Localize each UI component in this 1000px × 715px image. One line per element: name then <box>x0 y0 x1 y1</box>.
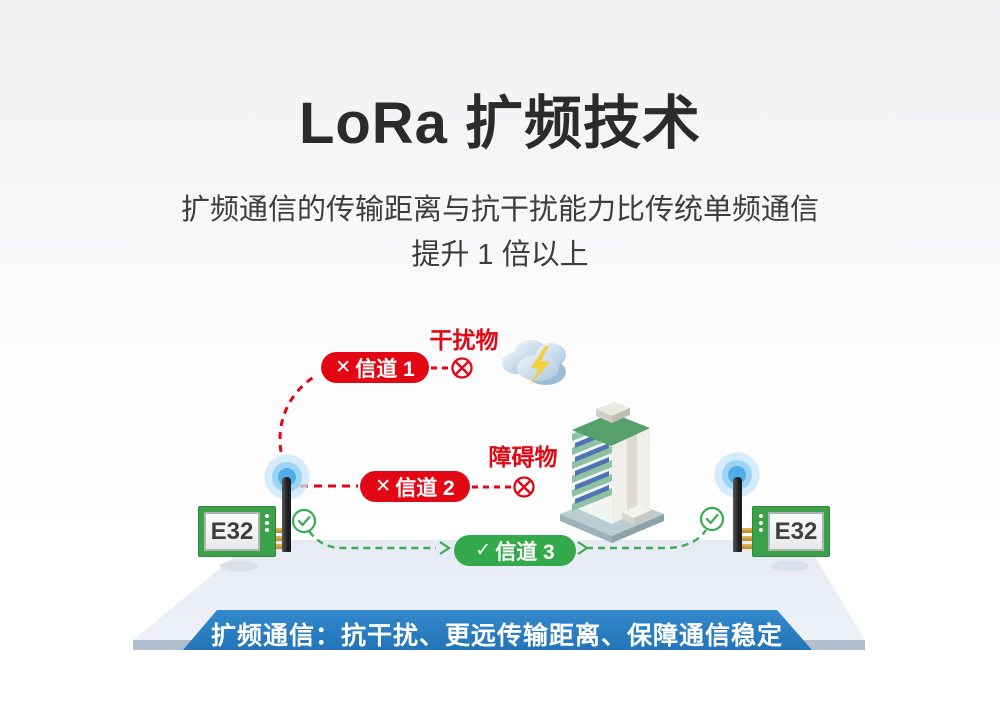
channel3-path <box>291 506 725 555</box>
pin <box>268 544 288 549</box>
ok-check-left-icon <box>291 508 317 534</box>
page-title: LoRa 扩频技术 <box>298 91 702 156</box>
obstacle-label: 障碍物 <box>488 444 558 470</box>
banner-caption: 扩频通信：抗干扰、更远传输距离、保障通信稳定 <box>210 622 783 650</box>
module-shadow-right <box>771 560 809 572</box>
dot <box>265 521 269 525</box>
arrow-right-icon <box>577 541 589 555</box>
banner-ribbon <box>183 610 812 650</box>
channel2-badge: ✕ 信道 2 <box>360 471 470 502</box>
antenna-right <box>733 477 742 552</box>
dot <box>759 528 763 532</box>
blocked-symbol-1 <box>451 357 473 379</box>
check-icon: ✓ <box>475 540 492 561</box>
channel1-label: 信道 1 <box>355 357 415 381</box>
module-right-label: E32 <box>768 512 824 551</box>
blocked-symbol-2 <box>513 476 535 498</box>
channel3-badge: ✓ 信道 3 <box>454 535 576 566</box>
module-left-label: E32 <box>204 512 260 551</box>
storm-cloud-icon <box>502 340 566 386</box>
arrow-right-icon <box>439 541 451 555</box>
antenna-left <box>282 477 291 552</box>
pin <box>737 528 757 533</box>
dot <box>759 521 763 525</box>
channel1-badge: ✕ 信道 1 <box>321 352 429 383</box>
channel1-path <box>278 357 473 453</box>
dot <box>265 514 269 518</box>
channel2-path <box>300 476 535 498</box>
subtitle-line2: 提升 1 倍以上 <box>411 239 589 271</box>
solder-dots <box>759 514 763 532</box>
pin <box>737 544 757 549</box>
dot <box>265 528 269 532</box>
cross-icon: ✕ <box>375 476 392 497</box>
pin <box>737 536 757 541</box>
channel2-label: 信道 2 <box>395 476 455 500</box>
interference-label: 干扰物 <box>429 327 499 353</box>
ok-check-right-icon <box>699 506 725 532</box>
subtitle-line1: 扩频通信的传输距离与抗干扰能力比传统单频通信 <box>180 194 819 226</box>
building-icon <box>560 402 664 543</box>
module-shadow-left <box>220 560 258 572</box>
solder-dots <box>265 514 269 532</box>
dot <box>759 514 763 518</box>
cross-icon: ✕ <box>335 357 352 378</box>
pin <box>268 536 288 541</box>
channel3-label: 信道 3 <box>495 540 555 564</box>
module-right: E32 <box>752 506 830 557</box>
module-left: E32 <box>198 506 276 557</box>
lightning-bolt-icon <box>529 346 550 386</box>
pin <box>268 528 288 533</box>
